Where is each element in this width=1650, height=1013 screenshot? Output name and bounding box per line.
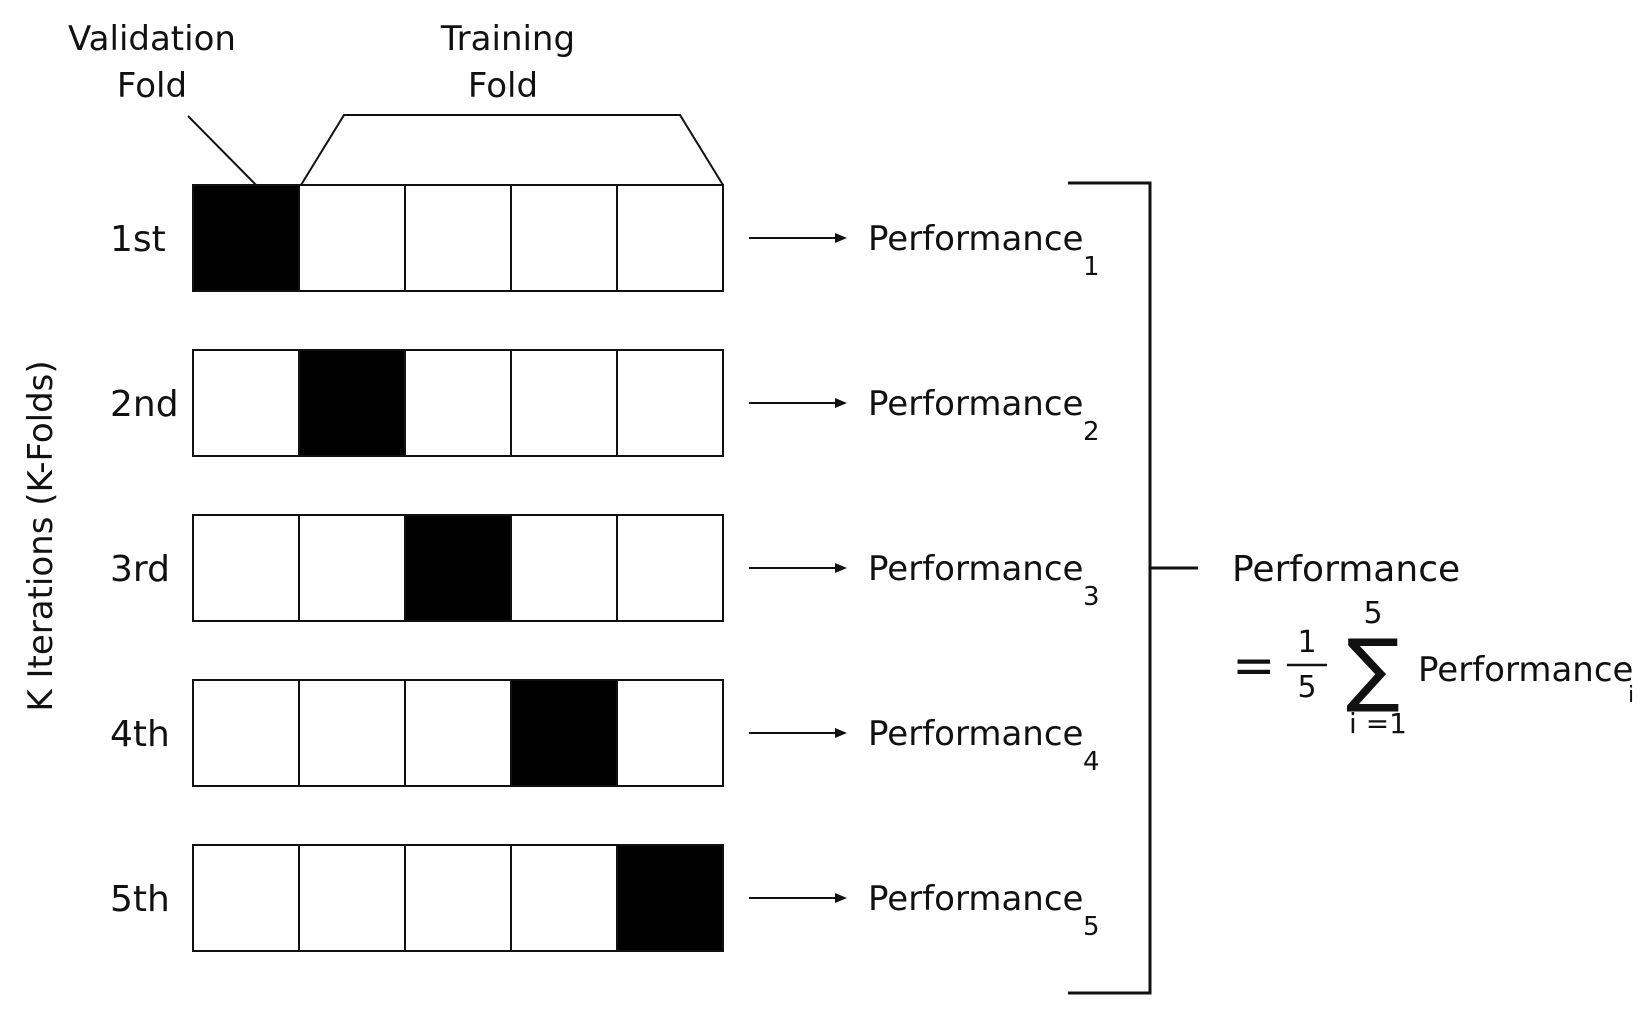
performance-subscript: 1 bbox=[1083, 252, 1100, 282]
performance-subscript: 4 bbox=[1083, 747, 1100, 777]
validation-fold-cell bbox=[192, 184, 300, 292]
training-fold-cell bbox=[404, 349, 512, 457]
formula-numerator: 1 bbox=[1297, 625, 1316, 660]
formula-sum-symbol: ∑ bbox=[1346, 622, 1400, 715]
performance-subscript: 2 bbox=[1083, 417, 1100, 447]
validation-fold-label-line2: Fold bbox=[117, 66, 187, 106]
training-fold-cell bbox=[510, 514, 618, 622]
formula-sum-lower: i =1 bbox=[1349, 707, 1407, 740]
training-fold-cell bbox=[510, 184, 618, 292]
training-fold-label-line1: Training bbox=[440, 19, 575, 59]
performance-label: Performance bbox=[868, 549, 1083, 589]
performance-label: Performance bbox=[868, 384, 1083, 424]
validation-fold-label-line1: Validation bbox=[68, 19, 236, 59]
performance-label: Performance bbox=[868, 219, 1083, 259]
formula-equals: = bbox=[1232, 636, 1276, 696]
validation-pointer-line bbox=[187, 115, 257, 186]
training-bracket bbox=[300, 114, 724, 186]
training-fold-cell bbox=[616, 184, 724, 292]
performance-label: Performance bbox=[868, 879, 1083, 919]
iteration-label: 5th bbox=[110, 879, 170, 920]
formula-denominator: 5 bbox=[1297, 670, 1316, 705]
training-fold-cell bbox=[616, 349, 724, 457]
validation-fold-cell bbox=[510, 679, 618, 787]
iteration-label: 2nd bbox=[110, 384, 179, 425]
training-fold-label-line2: Fold bbox=[468, 66, 538, 106]
validation-fold-cell bbox=[404, 514, 512, 622]
training-fold-cell bbox=[192, 349, 300, 457]
iteration-label: 3rd bbox=[110, 549, 170, 590]
validation-fold-cell bbox=[616, 844, 724, 952]
training-fold-cell bbox=[404, 184, 512, 292]
validation-fold-cell bbox=[298, 349, 406, 457]
performance-subscript: 5 bbox=[1083, 912, 1100, 942]
performance-label: Performance bbox=[868, 714, 1083, 754]
k-iterations-axis-label: K Iterations (K-Folds) bbox=[21, 360, 61, 711]
training-fold-cell bbox=[298, 679, 406, 787]
training-fold-cell bbox=[404, 844, 512, 952]
formula-sum-upper: 5 bbox=[1363, 596, 1382, 631]
training-fold-cell bbox=[192, 679, 300, 787]
formula-term: Performance bbox=[1418, 650, 1633, 690]
formula-term-subscript: i bbox=[1628, 683, 1634, 708]
training-fold-cell bbox=[616, 514, 724, 622]
training-fold-cell bbox=[298, 184, 406, 292]
collect-bracket bbox=[1068, 181, 1152, 995]
iteration-label: 1st bbox=[110, 219, 166, 260]
training-fold-cell bbox=[192, 844, 300, 952]
training-fold-cell bbox=[510, 349, 618, 457]
formula-title: Performance bbox=[1232, 549, 1460, 590]
training-fold-cell bbox=[192, 514, 300, 622]
training-fold-cell bbox=[298, 514, 406, 622]
iteration-label: 4th bbox=[110, 714, 170, 755]
training-fold-cell bbox=[298, 844, 406, 952]
training-fold-cell bbox=[510, 844, 618, 952]
training-fold-cell bbox=[404, 679, 512, 787]
training-fold-cell bbox=[616, 679, 724, 787]
performance-subscript: 3 bbox=[1083, 582, 1100, 612]
